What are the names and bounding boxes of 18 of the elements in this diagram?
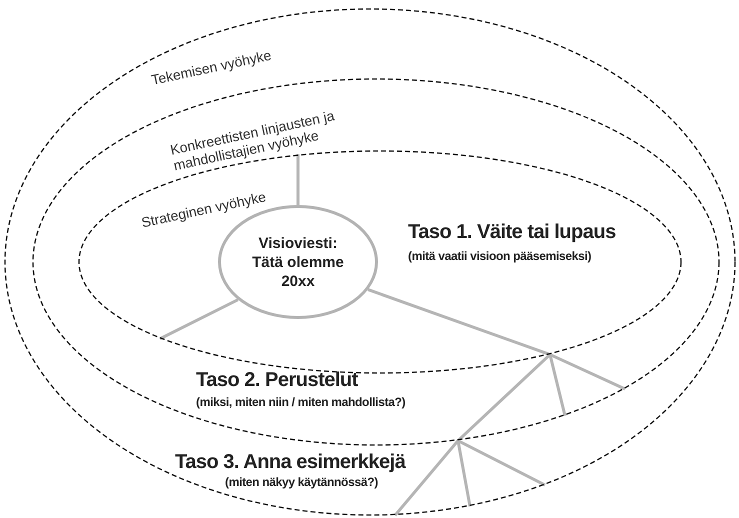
branch-line	[548, 354, 566, 416]
branch-line	[394, 440, 460, 516]
zone-label: Tekemisen vyöhyke	[150, 46, 274, 88]
branch-line	[296, 154, 300, 205]
vision-text: Visioviesti: Tätä olemme 20xx	[251, 234, 345, 290]
branch-line	[368, 288, 550, 356]
branch-line	[457, 439, 546, 486]
level-heading: Taso 1. Väite tai lupaus	[408, 222, 616, 242]
branch-line	[549, 353, 626, 390]
zone-label: Strateginen vyöhyke	[140, 187, 268, 230]
branch-line	[456, 353, 552, 442]
branch-line	[456, 440, 472, 507]
level-heading: Taso 3. Anna esimerkkejä	[175, 452, 406, 472]
branch-line	[159, 298, 239, 340]
level-question: (mitä vaatii visioon pääsemiseksi)	[408, 250, 592, 262]
level-question: (miksi, miten niin / miten mahdollista?)	[196, 396, 406, 408]
level-question: (miten näkyy käytännössä?)	[225, 476, 378, 488]
level-heading: Taso 2. Perustelut	[196, 370, 358, 390]
